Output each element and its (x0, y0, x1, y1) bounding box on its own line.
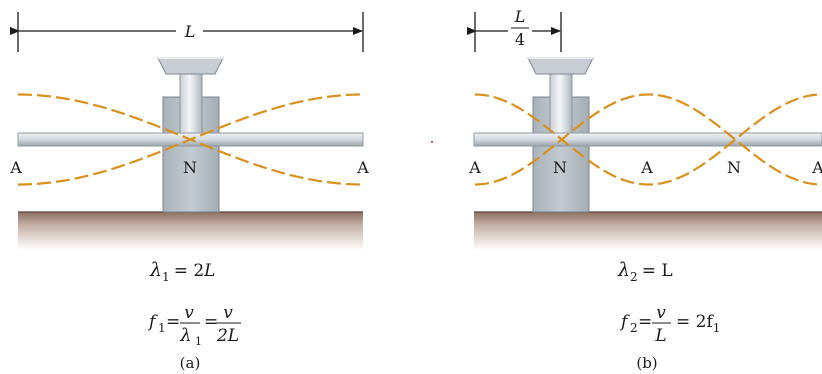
panel-a: L A N A λ1= 2L f 1 = v λ 1 (9, 12, 369, 372)
table-surface (18, 212, 363, 250)
svg-text:1: 1 (195, 335, 202, 348)
dimension-label-denominator: 4 (515, 30, 525, 49)
antinode-label: A (9, 158, 22, 177)
dimension-label-numerator: L (514, 7, 526, 26)
wavelength-equation: λ2= L (617, 259, 673, 284)
antinode-label: A (811, 158, 822, 177)
svg-text:v: v (223, 303, 233, 323)
standing-wave-lower (18, 93, 362, 186)
clamp-post (549, 71, 573, 139)
clamp-cap (157, 57, 224, 75)
dimension-label: L (184, 22, 196, 41)
svg-text:1: 1 (158, 321, 166, 335)
svg-text:=: = (204, 312, 218, 332)
svg-text:f: f (147, 312, 158, 332)
svg-text:=: = (638, 312, 652, 332)
frequency-equation: f 1 = v λ 1 = v 2L (147, 303, 241, 348)
wavelength-equation: λ1= 2L (149, 259, 215, 284)
clamp-post (179, 71, 203, 139)
table-surface (474, 212, 822, 250)
antinode-label: A (640, 158, 653, 177)
antinode-label: A (468, 158, 481, 177)
standing-wave-lower (475, 93, 822, 186)
standing-wave-upper (475, 93, 822, 186)
node-label: N (727, 158, 741, 177)
svg-text:λ: λ (179, 325, 191, 346)
svg-text:f: f (619, 312, 630, 332)
rod (473, 132, 822, 147)
frequency-equation: f 2 = v L = 2f1 (619, 303, 720, 346)
svg-text:v: v (184, 303, 194, 323)
svg-text:v: v (656, 303, 666, 323)
svg-text:2: 2 (630, 321, 638, 335)
caption-b: (b) (636, 354, 657, 372)
svg-text:= 2f1: = 2f1 (676, 312, 720, 335)
svg-text:2L: 2L (216, 326, 239, 346)
antinode-label: A (356, 158, 369, 177)
stray-dot (431, 141, 433, 143)
panel-b: L 4 A N A N A λ2= L f 2 = v (467, 7, 822, 372)
clamp-cap (527, 57, 594, 75)
node-label: N (183, 158, 197, 177)
svg-text:=: = (166, 312, 180, 332)
svg-text:L: L (654, 326, 666, 346)
node-label: N (553, 158, 567, 177)
caption-a: (a) (180, 354, 201, 372)
